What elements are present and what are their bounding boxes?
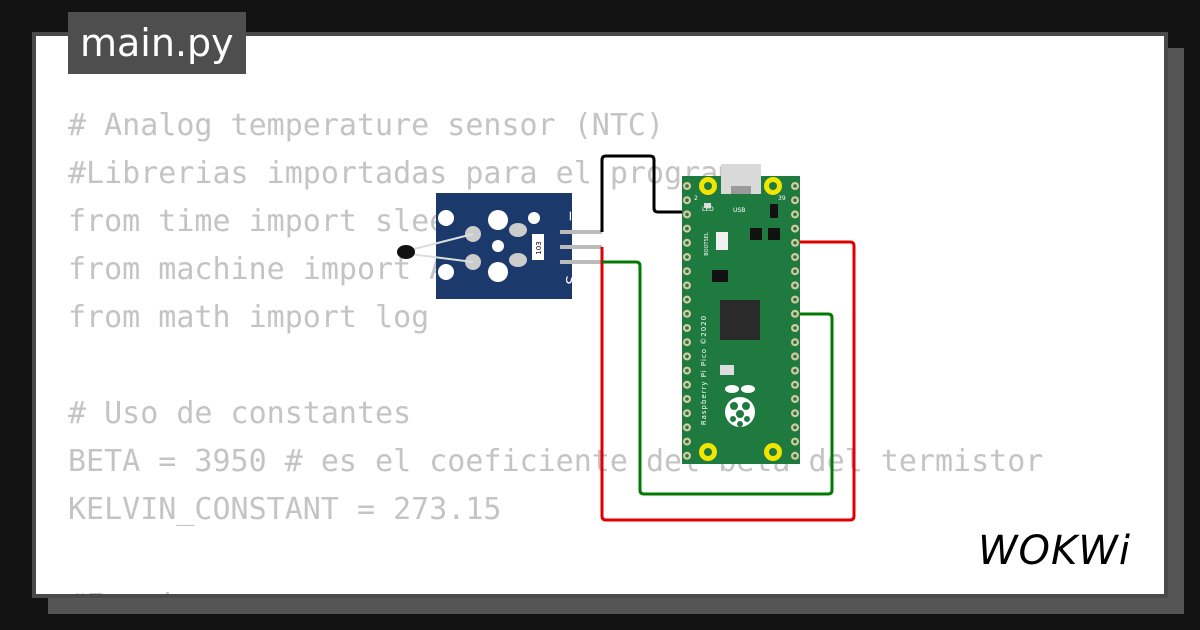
pico-pin-hole xyxy=(685,326,689,330)
pico-pin-hole xyxy=(685,425,689,430)
ntc-sensor-module[interactable]: 103 − S xyxy=(397,193,602,299)
pico-pin-hole xyxy=(793,226,797,231)
pico-pin-hole xyxy=(685,397,689,401)
usb-label: USB xyxy=(733,207,745,214)
pico-pin-hole xyxy=(685,312,689,316)
pico-pin-hole xyxy=(685,368,689,373)
pad xyxy=(528,212,540,224)
pad xyxy=(488,262,508,282)
resistor-label: 103 xyxy=(535,241,543,254)
signal-label: S xyxy=(562,276,578,285)
code-card: # Analog temperature sensor (NTC) #Librer… xyxy=(32,32,1168,598)
smd-component xyxy=(750,228,762,240)
rp2040-chip xyxy=(720,300,760,340)
pico-pin-hole xyxy=(793,255,797,259)
pico-pin-hole xyxy=(793,269,797,274)
pico-pin-hole xyxy=(685,212,689,217)
mount-hole-center xyxy=(704,182,712,190)
pico-pin-hole xyxy=(793,198,797,202)
smd-component xyxy=(720,365,734,375)
pico-pin-hole xyxy=(685,283,689,288)
bootsel-button[interactable] xyxy=(716,232,728,250)
thermistor-lead xyxy=(409,253,474,263)
pico-pin-hole xyxy=(685,340,689,345)
pico-pin-hole xyxy=(793,326,797,330)
pad xyxy=(509,223,527,237)
mount-hole-center xyxy=(769,448,777,456)
bootsel-label: BOOTSEL xyxy=(704,232,710,256)
code-line: KELVIN_CONSTANT = 273.15 xyxy=(68,492,502,527)
pico-pin-hole xyxy=(793,439,797,444)
mount-hole-center xyxy=(769,182,777,190)
pico-pin-hole xyxy=(793,454,797,458)
pico-pin-hole xyxy=(793,411,797,416)
pico-pin-hole xyxy=(685,439,689,444)
resistor xyxy=(532,234,544,260)
pico-pin-hole xyxy=(793,340,797,345)
pico-pin-hole xyxy=(685,184,689,188)
header-pin xyxy=(560,245,602,249)
mount-hole xyxy=(438,264,454,280)
pico-pin-hole xyxy=(685,383,689,387)
pin-39-label: 39 xyxy=(778,195,786,202)
pico-pin-headers xyxy=(683,182,799,460)
wire-black[interactable] xyxy=(600,154,692,232)
pico-pin-hole xyxy=(793,184,797,188)
wire-green[interactable] xyxy=(602,260,834,496)
smd-component xyxy=(770,204,778,218)
smd-component xyxy=(768,228,780,240)
pad xyxy=(488,210,508,230)
pico-pin-hole xyxy=(685,255,689,259)
pin-2-label: 2 xyxy=(694,195,698,202)
pico-pin-hole xyxy=(793,383,797,387)
wokwi-logo: WOKWi xyxy=(978,528,1131,574)
pad xyxy=(492,240,504,252)
pico-pin-hole xyxy=(685,241,689,245)
minus-label: − xyxy=(562,210,578,222)
header-pin xyxy=(560,230,602,234)
mount-hole-center xyxy=(704,448,712,456)
pico-pin-hole xyxy=(685,226,689,231)
code-line: # Analog temperature sensor (NTC) xyxy=(68,108,665,143)
pico-pin-hole xyxy=(685,198,689,202)
pico-pin-hole xyxy=(793,368,797,373)
board-name-label: Raspberry Pi Pico ©2020 xyxy=(700,315,708,425)
code-line: from math import log xyxy=(68,300,430,335)
pico-pin-hole xyxy=(685,411,689,416)
header-pin xyxy=(560,260,602,264)
raspberry-pi-pico[interactable]: 2 39 LED USB BOOTSEL Raspberry Pi Pico ©… xyxy=(682,164,800,464)
pico-pin-hole xyxy=(793,312,797,316)
code-line: #Librerias importadas para el programa xyxy=(68,156,755,191)
wire-red[interactable] xyxy=(600,240,856,522)
pico-pin-hole xyxy=(793,241,797,245)
pico-pin-hole xyxy=(685,269,689,274)
pico-pin-hole xyxy=(793,354,797,359)
code-line: #Funciones xyxy=(68,582,1043,594)
pico-pin-hole xyxy=(685,454,689,458)
mount-hole xyxy=(438,210,454,226)
pico-pin-hole xyxy=(793,297,797,302)
pico-pin-hole xyxy=(793,397,797,401)
usb-port-inner xyxy=(731,186,751,194)
raspberry-logo-icon xyxy=(725,385,755,427)
pico-pin-hole xyxy=(793,212,797,217)
onboard-led xyxy=(704,203,711,208)
smd-component xyxy=(712,270,728,282)
thermistor-lead xyxy=(409,233,474,251)
code-line: # Uso de constantes xyxy=(68,396,412,431)
pad xyxy=(509,253,527,267)
pico-pin-hole xyxy=(685,354,689,359)
pico-pin-hole xyxy=(685,297,689,302)
code-editor[interactable]: # Analog temperature sensor (NTC) #Librer… xyxy=(68,102,1043,594)
file-tab[interactable]: main.py xyxy=(68,12,246,74)
led-label: LED xyxy=(702,206,714,213)
pico-pin-hole xyxy=(793,425,797,430)
thermistor-bead xyxy=(397,245,415,259)
pico-pin-hole xyxy=(793,283,797,288)
